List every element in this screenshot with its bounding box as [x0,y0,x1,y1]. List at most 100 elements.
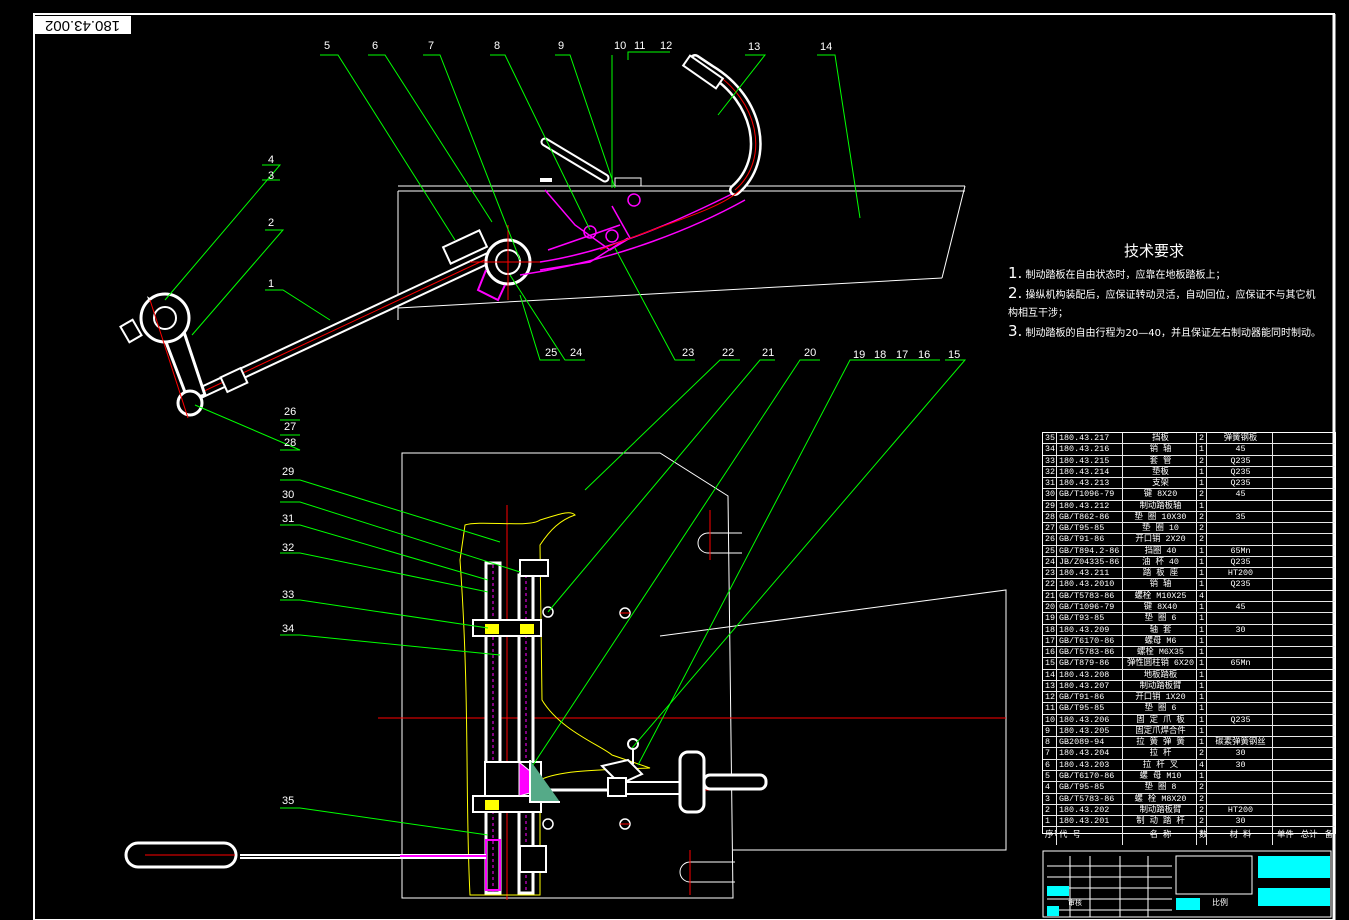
bom-cell-no: 7 [1043,748,1057,759]
bom-cell-qty: 1 [1197,568,1207,579]
part-label-4: 4 [268,154,275,166]
pawl-lever [540,137,642,207]
part-label-5: 5 [324,40,331,52]
bom-cell-mat: 45 [1207,601,1273,613]
pull-rod-lower [529,738,768,814]
bom-cell-name: 轴 套 [1123,624,1197,635]
bom-cell-blank [1273,467,1335,477]
bom-cell-blank [1273,658,1335,668]
bom-cell-qty: 1 [1197,624,1207,635]
bom-cell-qty: 1 [1197,500,1207,511]
bom-cell-name: 弹性圆柱销 6X20 [1123,658,1197,669]
bom-cell-mat [1207,590,1273,601]
bom-cell-name: 挡板 [1123,433,1197,444]
bom-cell-name: 垫 圈 10X30 [1123,511,1197,523]
bom-cell-no: 2 [1043,804,1057,816]
bom-cell-qty: 1 [1197,714,1207,725]
bom-cell-no: 26 [1045,534,1057,545]
bom-cell-qty: 1 [1197,737,1207,748]
bom-cell-mat: 30 [1207,624,1273,635]
bom-cell-no: 14 [1045,669,1057,680]
bom-cell-code: 180.43.201 [1057,816,1123,827]
bom-cell-qty: 1 [1197,703,1207,714]
bom-cell-code: GB/T894.2-86 [1057,545,1123,556]
tech-req-text: 操纵机构装配后，应保证转动灵活，自动回位，应保证不与其它机构相互干涉； [1008,290,1316,319]
bom-cell-blank [1273,692,1335,702]
bom-cell-blank [1273,748,1335,758]
tech-requirement-2: 2. 操纵机构装配后，应保证转动灵活，自动回位，应保证不与其它机构相互干涉； [1008,284,1318,323]
bom-cell-code: 180.43.214 [1057,466,1123,478]
tech-req-text: 制动踏板的自由行程为20—40，并且保证左右制动器能同时制动。 [1025,328,1321,339]
bom-cell-mat: HT200 [1207,804,1273,816]
part-label-1: 1 [268,278,275,290]
centerlines [378,505,1006,900]
bom-cell-name: 固定爪焊合件 [1123,725,1197,737]
bom-cell-name: 油 杯 40 [1123,556,1197,568]
bom-cell-blank [1273,794,1335,804]
bom-cell-blank [1273,433,1335,443]
bom-cell-blank [1273,478,1335,488]
bom-cell-blank [1273,805,1335,815]
bom-cell-mat: Q235 [1207,478,1273,489]
bom-cell-mat: Q235 [1207,556,1273,568]
bom-cell-qty: 1 [1197,680,1207,692]
bom-cell-no: 11 [1045,703,1057,714]
bom-cell-code: 180.43.204 [1057,748,1123,759]
bom-cell-code: 180.43.203 [1057,759,1123,770]
bom-cell-code: GB/T93-85 [1057,613,1123,624]
bom-cell-blank [1273,647,1335,657]
part-label-23: 23 [682,347,695,359]
pedal-rod [179,229,516,406]
bom-cell-name: 制动踏板臂 [1123,680,1197,692]
bom-cell-no: 15 [1045,658,1057,669]
part-label-32: 32 [282,542,295,554]
tech-req-text: 制动踏板在自由状态时，应靠在地板踏板上； [1025,270,1226,281]
part-label-27: 27 [284,421,297,433]
bom-cell-mat [1207,725,1273,737]
tech-req-num: 1. [1008,264,1023,282]
bom-cell-no: 17 [1045,635,1057,647]
bom-cell-code: 180.43.213 [1057,478,1123,489]
bom-cell-no: 34 [1045,444,1057,455]
bom-cell-code: 180.43.212 [1057,500,1123,511]
bom-cell-code: 180.43.209 [1057,624,1123,635]
part-label-25: 25 [545,347,558,359]
bom-cell-name: 挡圈 40 [1123,545,1197,556]
bom-cell-blank [1273,625,1335,635]
bom-cell-code: GB/T6170-86 [1057,770,1123,782]
part-label-33: 33 [282,589,295,601]
part-label-35: 35 [282,795,295,807]
title-block-name [1258,856,1330,878]
part-label-28: 28 [284,437,297,449]
bom-header-name: 名 称 [1123,827,1197,846]
bom-cell-qty: 2 [1197,489,1207,500]
bom-cell-blank [1273,771,1335,781]
bom-header-no: 序号 [1043,827,1057,846]
bom-cell-code: GB/T95-85 [1057,703,1123,714]
bom-cell-code: 180.43.211 [1057,568,1123,579]
bom-cell-qty: 1 [1197,545,1207,556]
part-label-9: 9 [558,40,565,52]
bom-cell-no: 12 [1045,692,1057,703]
bom-cell-name: 拉 杆 [1123,748,1197,759]
bom-cell-name: 拉 杆 叉 [1123,759,1197,770]
bom-cell-qty: 2 [1197,804,1207,816]
bom-cell-name: 螺栓 M10X25 [1123,590,1197,601]
bom-cell-blank [1273,602,1335,612]
bom-cell-code: 180.43.207 [1057,680,1123,692]
bom-cell-qty: 1 [1197,579,1207,590]
